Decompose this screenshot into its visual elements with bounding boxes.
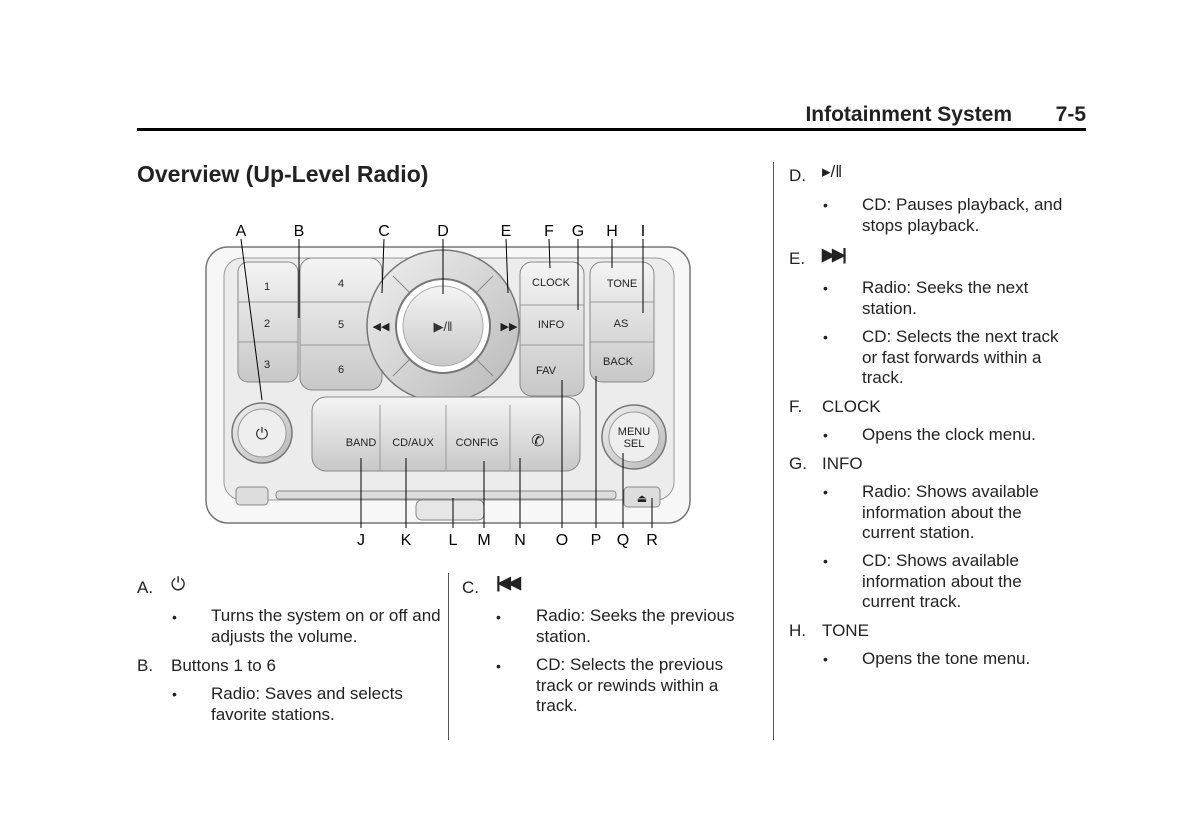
callout-h: H — [606, 223, 618, 240]
item-b-text: Buttons 1 to 6 — [171, 656, 276, 675]
item-e-label: E. — [789, 249, 806, 268]
callout-c: C — [378, 223, 390, 240]
band-button-label: BAND — [346, 437, 377, 449]
item-c-bullet-2: CD: Selects the previous track or rewind… — [536, 655, 724, 715]
item-g-text: INFO — [822, 454, 863, 473]
section-title: Overview (Up-Level Radio) — [137, 161, 429, 187]
bullet-glyph: • — [823, 197, 828, 213]
item-h-label: H. — [789, 621, 806, 640]
bullet-glyph: • — [172, 686, 177, 702]
bullet-glyph: • — [496, 609, 501, 625]
aux-button — [235, 486, 269, 506]
bullet-glyph: • — [823, 484, 828, 500]
config-button-label: CONFIG — [456, 437, 499, 449]
bullet-glyph: • — [172, 609, 177, 625]
power-icon: ⏻ — [171, 574, 186, 594]
item-d-bullet-1: CD: Pauses playback, and stops playback. — [862, 195, 1063, 235]
item-h-bullet-1: Opens the tone menu. — [862, 649, 1031, 668]
item-b-label: B. — [137, 656, 154, 675]
clock-button-label: CLOCK — [532, 277, 571, 289]
callout-f: F — [544, 223, 554, 240]
item-c-label: C. — [462, 578, 479, 597]
callout-e: E — [501, 223, 512, 240]
header-rule — [137, 128, 1086, 131]
column-divider-right — [773, 162, 774, 740]
item-g-bullet-1: Radio: Shows available information about… — [862, 482, 1039, 542]
item-e-bullet-1: Radio: Seeks the next station. — [862, 278, 1029, 318]
phone-mute-icon: ✆ — [531, 433, 544, 450]
eject-icon: ⏏ — [637, 493, 647, 505]
item-e-bullet-2: CD: Selects the next track or fast forwa… — [862, 327, 1059, 387]
callout-m: M — [477, 532, 490, 549]
bullet-glyph: • — [823, 329, 828, 345]
preset-5-label: 5 — [338, 319, 344, 331]
seek-forward-icon: ▶▶| — [822, 245, 847, 264]
item-f-text: CLOCK — [822, 397, 881, 416]
callout-g: G — [572, 223, 584, 240]
callout-r: R — [646, 532, 658, 549]
item-f-bullet-1: Opens the clock menu. — [862, 425, 1036, 444]
preset-buttons-group — [237, 257, 383, 391]
menu-label: MENU — [618, 426, 650, 438]
item-c-bullet-1: Radio: Seeks the previous station. — [536, 606, 735, 646]
item-d-label: D. — [789, 166, 806, 185]
fav-button-label: FAV — [536, 365, 557, 377]
back-button-label: BACK — [603, 356, 634, 368]
callout-b: B — [294, 223, 305, 240]
page-number: 7-5 — [1055, 103, 1086, 126]
bullet-glyph: • — [823, 280, 828, 296]
callout-k: K — [401, 532, 412, 549]
callout-o: O — [556, 532, 568, 549]
callout-a: A — [236, 223, 247, 240]
callout-i: I — [641, 223, 645, 240]
seek-forward-icon: ▶▶ — [501, 321, 518, 333]
item-a-label: A. — [137, 578, 154, 597]
seek-back-icon: ◀◀ — [373, 321, 390, 333]
eject-button — [623, 486, 661, 508]
slot-tab — [415, 499, 485, 521]
item-g-label: G. — [789, 454, 807, 473]
callout-l: L — [449, 532, 458, 549]
item-f-label: F. — [789, 397, 803, 416]
running-header-title: Infotainment System — [805, 103, 1012, 126]
play-pause-icon: ▶/‖ — [434, 319, 453, 334]
item-a-bullet-1: Turns the system on or off and adjusts t… — [211, 606, 441, 646]
play-pause-icon: ▸/‖ — [822, 162, 843, 181]
cd-slot — [275, 490, 617, 500]
cdaux-button-label: CD/AUX — [392, 437, 434, 449]
preset-2-label: 2 — [264, 318, 270, 330]
sel-label: SEL — [624, 438, 645, 450]
column-divider-middle — [448, 573, 449, 740]
item-g-bullet-2: CD: Shows available information about th… — [862, 551, 1022, 611]
bullet-glyph: • — [823, 651, 828, 667]
item-b-bullet-1: Radio: Saves and selects favorite statio… — [211, 684, 403, 724]
bullet-glyph: • — [823, 553, 828, 569]
bullet-glyph: • — [496, 658, 501, 674]
power-icon: ⏻ — [256, 426, 269, 443]
preset-6-label: 6 — [338, 364, 344, 376]
callout-n: N — [514, 532, 526, 549]
as-button-label: AS — [614, 318, 629, 330]
seek-back-icon: |◀◀ — [496, 573, 521, 592]
tone-button-label: TONE — [607, 278, 637, 290]
callout-p: P — [591, 532, 602, 549]
function-panel-1 — [519, 261, 585, 397]
preset-4-label: 4 — [338, 278, 344, 290]
preset-1-label: 1 — [264, 281, 270, 293]
function-panel-2 — [589, 261, 655, 383]
item-h-text: TONE — [822, 621, 869, 640]
info-button-label: INFO — [538, 319, 565, 331]
preset-panel-left — [237, 261, 299, 383]
callout-q: Q — [617, 532, 629, 549]
callout-d: D — [437, 223, 449, 240]
preset-3-label: 3 — [264, 359, 270, 371]
bullet-glyph: • — [823, 427, 828, 443]
callout-j: J — [357, 532, 365, 549]
